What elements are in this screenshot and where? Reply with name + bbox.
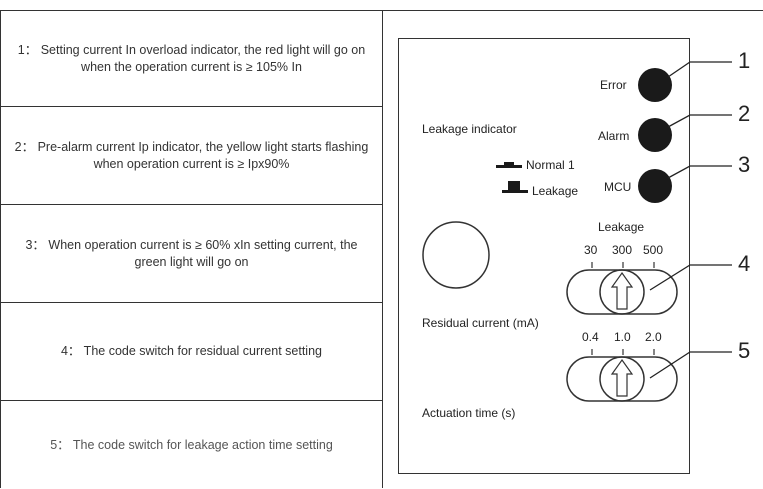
actuation-time-label: Actuation time (s) xyxy=(422,406,516,420)
leakage-switch-arrow-icon xyxy=(610,271,634,310)
callout-number-1: 1 xyxy=(738,48,751,73)
leakage-legend-label: Leakage xyxy=(532,184,579,198)
mcu-label: MCU xyxy=(604,180,632,194)
normal-legend-symbol xyxy=(496,165,522,168)
callout-line-2 xyxy=(667,114,732,128)
callout-number-2: 2 xyxy=(738,101,751,126)
description-text-2: 2： Pre-alarm current Ip indicator, the y… xyxy=(14,139,369,171)
error-label: Error xyxy=(600,78,627,92)
callout-line-4 xyxy=(649,264,732,291)
mcu-indicator-light xyxy=(638,169,672,203)
callout-number-5: 5 xyxy=(738,338,751,363)
top-border-line xyxy=(383,10,763,11)
callout-number-3: 3 xyxy=(738,152,751,177)
alarm-indicator-light xyxy=(638,118,672,152)
leakage-code-switch xyxy=(566,262,678,315)
leakage-tick-300: 300 xyxy=(612,243,633,257)
description-row-3: 3： When operation current is ≥ 60% xIn s… xyxy=(1,205,382,303)
callout-line-3 xyxy=(667,165,732,179)
leakage-tick-30: 30 xyxy=(584,243,598,257)
alarm-label: Alarm xyxy=(598,129,630,143)
description-row-5: 5： The code switch for leakage action ti… xyxy=(1,401,382,489)
description-text-3: 3： When operation current is ≥ 60% xIn s… xyxy=(25,237,358,269)
description-text-1: 1： Setting current In overload indicator… xyxy=(17,42,366,74)
description-text-5: 5： The code switch for leakage action ti… xyxy=(50,437,333,452)
residual-current-label: Residual current (mA) xyxy=(422,316,539,330)
callout-line-1 xyxy=(667,61,732,78)
time-tick-0-4: 0.4 xyxy=(582,330,599,344)
leakage-switch-title: Leakage xyxy=(598,220,645,234)
leakage-legend-symbol xyxy=(502,190,528,193)
time-switch-arrow-icon xyxy=(610,358,634,397)
callout-line-5 xyxy=(649,351,732,379)
callout-number-4: 4 xyxy=(738,251,751,276)
time-tick-2-0: 2.0 xyxy=(645,330,662,344)
description-row-2: 2： Pre-alarm current Ip indicator, the y… xyxy=(1,107,382,205)
description-text-4: 4： The code switch for residual current … xyxy=(60,344,322,358)
leakage-indicator-title: Leakage indicator xyxy=(422,122,517,136)
time-tick-1-0: 1.0 xyxy=(614,330,631,344)
leakage-tick-500: 500 xyxy=(643,243,664,257)
description-row-1: 1： Setting current In overload indicator… xyxy=(1,11,382,107)
error-indicator-light xyxy=(638,68,672,102)
time-code-switch xyxy=(566,349,678,402)
device-panel xyxy=(398,38,690,474)
test-button-circle xyxy=(422,221,490,289)
description-row-4: 4： The code switch for residual current … xyxy=(1,303,382,401)
normal-legend-label: Normal 1 xyxy=(526,158,575,172)
description-table: 1： Setting current In overload indicator… xyxy=(0,10,383,488)
